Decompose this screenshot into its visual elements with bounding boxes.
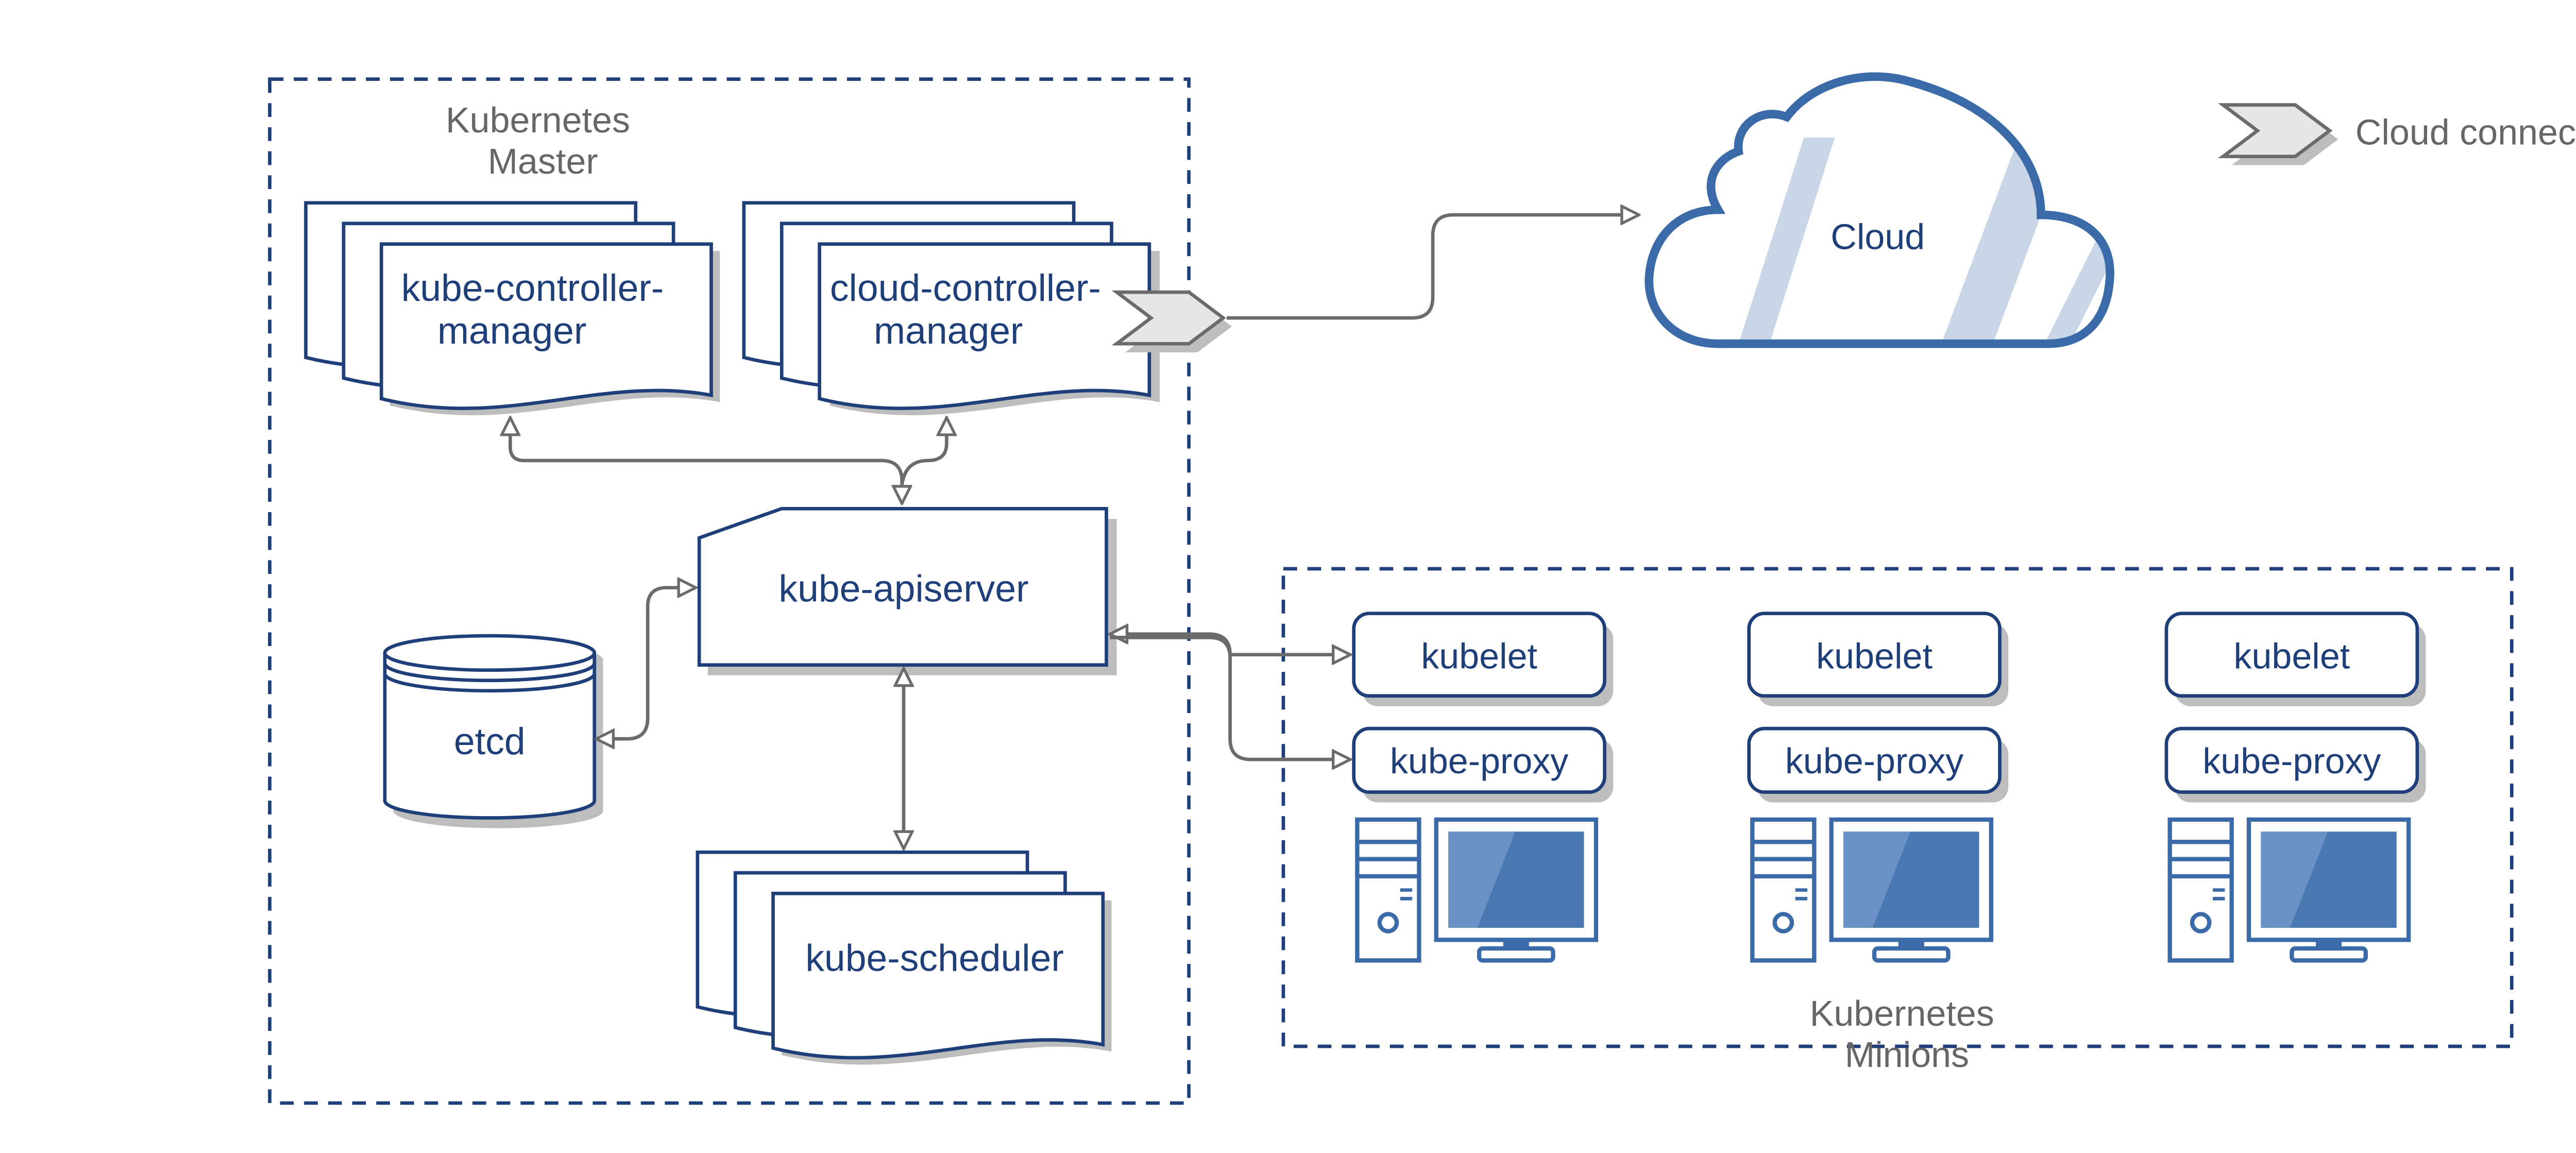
computer-icon: [2167, 817, 2411, 963]
document-front: [379, 242, 713, 410]
kube-proxy-label: kube-proxy: [1785, 741, 1963, 781]
cloud-stripe-1: [1738, 138, 1835, 344]
etcd-rim-3: [383, 673, 597, 693]
document-front: [771, 891, 1105, 1060]
kubelet-box: [1747, 612, 2002, 698]
cloud-controller-manager: cloud-controller- manager: [742, 201, 1160, 415]
computer-icon: [1355, 817, 1599, 963]
kubelet-label: kubelet: [2233, 636, 2350, 676]
kube-scheduler-label: kube-scheduler: [805, 937, 1064, 979]
kubelet-box: [2164, 612, 2419, 698]
kubelet-label: kubelet: [1421, 636, 1537, 676]
kube-apiserver: kube-apiserver: [697, 506, 1117, 675]
minion-connectors: [1110, 634, 1350, 759]
cloud-controller-to-apiserver-arrow: [900, 418, 947, 485]
legend-connector-icon: [2217, 103, 2333, 159]
kubernetes-master-group: Kubernetes Master: [268, 77, 1191, 1105]
kube-apiserver-label: kube-apiserver: [778, 567, 1028, 609]
minion-node-3: kubelet kube-proxy: [2164, 612, 2426, 963]
apiserver-to-kube-proxy-arrow: [1110, 636, 1350, 759]
master-title: Kubernetes Master: [446, 100, 640, 181]
minion-node-1: kubelet kube-proxy: [1352, 612, 1614, 963]
kubelet-box: [1352, 612, 1606, 698]
master-connectors: [510, 418, 946, 849]
cloud-connector-icon: [1111, 290, 1226, 346]
minion-node-2: kubelet kube-proxy: [1747, 612, 2009, 963]
etcd-database: etcd: [383, 634, 603, 828]
cloud: Cloud: [1645, 72, 2114, 348]
etcd-rim-1: [383, 652, 597, 672]
connector-line-to-cloud: [1226, 215, 1639, 320]
computer-icon: [1750, 817, 1993, 963]
legend: Cloud connector: [2217, 103, 2576, 165]
etcd-label: etcd: [454, 720, 526, 762]
kube-controller-manager-label: kube-controller- manager: [401, 267, 674, 352]
kubelet-label: kubelet: [1816, 636, 1933, 676]
kube-scheduler: kube-scheduler: [696, 850, 1112, 1065]
cloud-connection: [1111, 215, 1639, 352]
master-boundary: [268, 77, 1191, 1105]
kube-proxy-label: kube-proxy: [2202, 741, 2381, 781]
etcd-rim-2: [383, 663, 597, 683]
apiserver-shape: [697, 506, 1108, 667]
kube-controller-manager: kube-controller- manager: [304, 201, 720, 415]
apiserver-to-etcd-arrow: [596, 588, 696, 739]
minions-title: Kubernetes Minions: [1810, 993, 2005, 1075]
legend-cloud-connector-label: Cloud connector: [2355, 112, 2576, 152]
cloud-controller-manager-label: cloud-controller- manager: [830, 267, 1111, 352]
cloud-outline: [1645, 72, 2114, 348]
controller-to-apiserver-arrow: [510, 418, 902, 504]
kube-proxy-box: [1352, 726, 1606, 794]
kube-proxy-box: [2164, 726, 2419, 794]
kube-proxy-box: [1747, 726, 2002, 794]
cloud-label: Cloud: [1831, 217, 1925, 257]
etcd-body: [383, 634, 597, 820]
kube-proxy-label: kube-proxy: [1390, 741, 1568, 781]
document-front: [818, 242, 1151, 410]
